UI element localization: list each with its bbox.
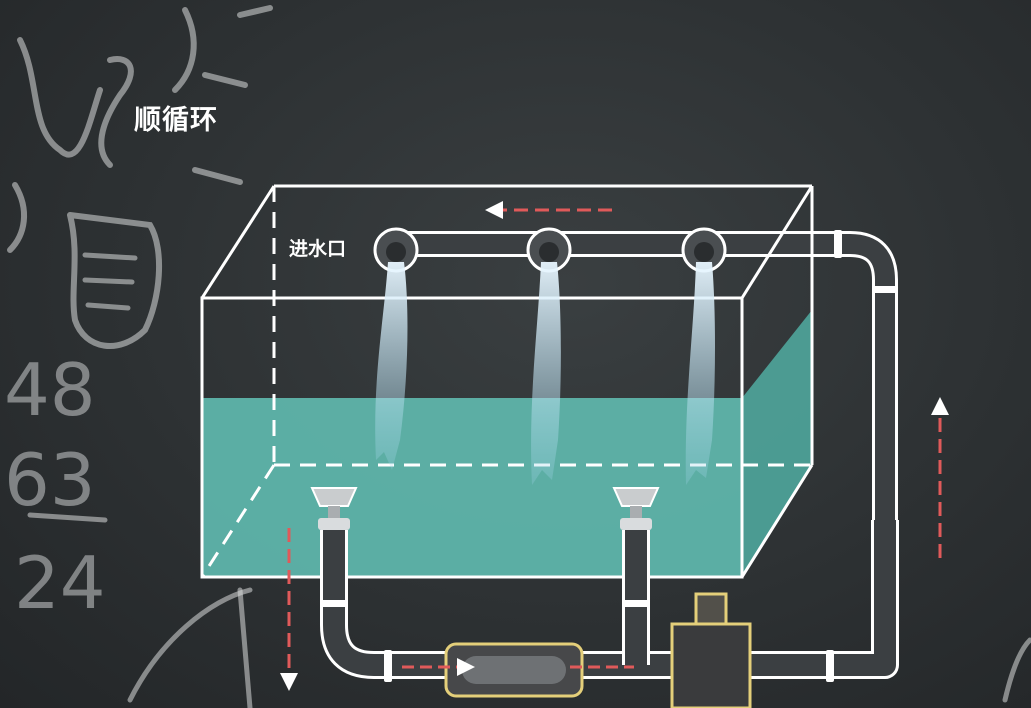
inlet-nozzles bbox=[373, 227, 727, 273]
diagram-title: 顺循环 bbox=[134, 105, 218, 136]
valve-icon bbox=[310, 487, 358, 507]
chalk-number-24: 24 bbox=[14, 541, 106, 625]
filter-icon bbox=[444, 642, 584, 698]
chalk-doodles bbox=[7, 5, 1031, 708]
pipe-coupling bbox=[384, 650, 392, 682]
flow-arrows bbox=[280, 201, 949, 691]
pipe-coupling bbox=[826, 650, 834, 682]
inlet-nozzle-2 bbox=[526, 227, 572, 273]
chalk-number-63: 63 bbox=[4, 438, 96, 522]
inlet-header-pipe bbox=[392, 230, 898, 520]
water-jet-icon bbox=[375, 262, 408, 470]
pipe-coupling bbox=[321, 600, 347, 607]
chalk-number-48: 48 bbox=[4, 348, 96, 432]
inlet-nozzle-1 bbox=[373, 227, 419, 273]
water-jets bbox=[375, 262, 715, 485]
outlet-valve-right bbox=[612, 487, 660, 530]
inlet-label: 进水口 bbox=[289, 238, 347, 260]
outlet-valve-left bbox=[310, 487, 358, 530]
pipe-coupling bbox=[872, 286, 898, 293]
water-jet-icon bbox=[531, 262, 561, 485]
water-jet-icon bbox=[685, 262, 715, 485]
pipe-coupling bbox=[623, 600, 649, 607]
pipe-coupling bbox=[834, 230, 842, 258]
tank-outline bbox=[200, 184, 814, 579]
return-pipe bbox=[320, 520, 899, 682]
tank-water bbox=[202, 310, 812, 577]
valve-icon bbox=[612, 487, 660, 507]
inlet-nozzle-3 bbox=[681, 227, 727, 273]
pump-icon bbox=[670, 592, 752, 708]
